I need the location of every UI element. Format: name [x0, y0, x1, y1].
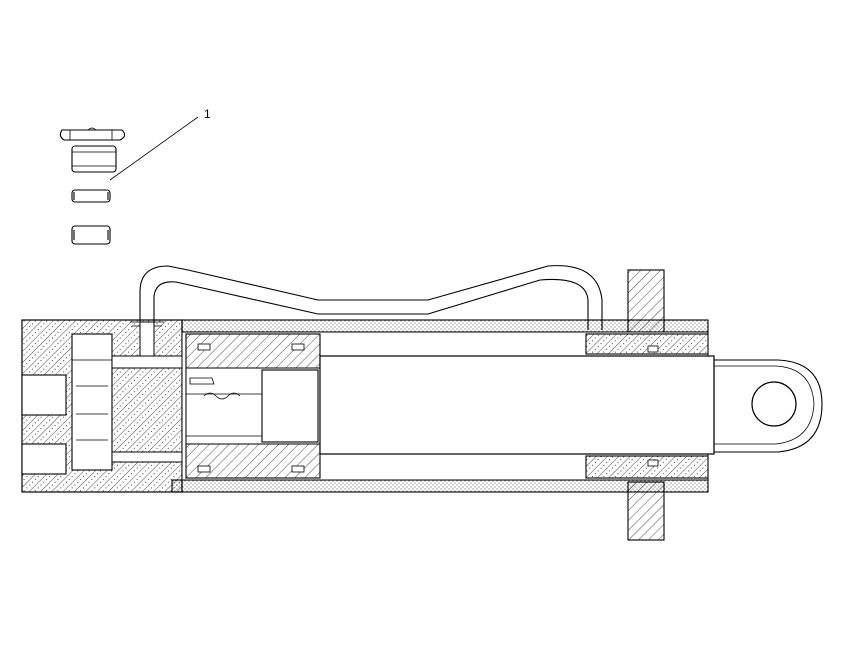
barrel-wall-bottom — [171, 479, 709, 493]
piston-rod — [319, 355, 715, 455]
cylinder-assembly — [21, 265, 823, 541]
barrel-wall-top — [181, 319, 709, 333]
valve-body — [71, 145, 117, 173]
valve-cap — [59, 129, 126, 141]
head-port-upper — [21, 374, 67, 416]
rod-gland-bottom — [585, 455, 709, 479]
external-tube — [139, 265, 603, 330]
callout-leader-line — [109, 116, 199, 181]
o-ring-lower — [71, 225, 111, 245]
callout-label-1: 1 — [204, 107, 211, 121]
rod-eye — [713, 359, 823, 453]
o-ring-upper — [71, 189, 111, 203]
rod-eye-pin-hole — [751, 381, 797, 427]
rod-gland-top — [585, 333, 709, 355]
installed-valve — [71, 333, 113, 471]
head-port-lower — [21, 443, 67, 475]
exploded-valve-assembly — [59, 127, 126, 245]
